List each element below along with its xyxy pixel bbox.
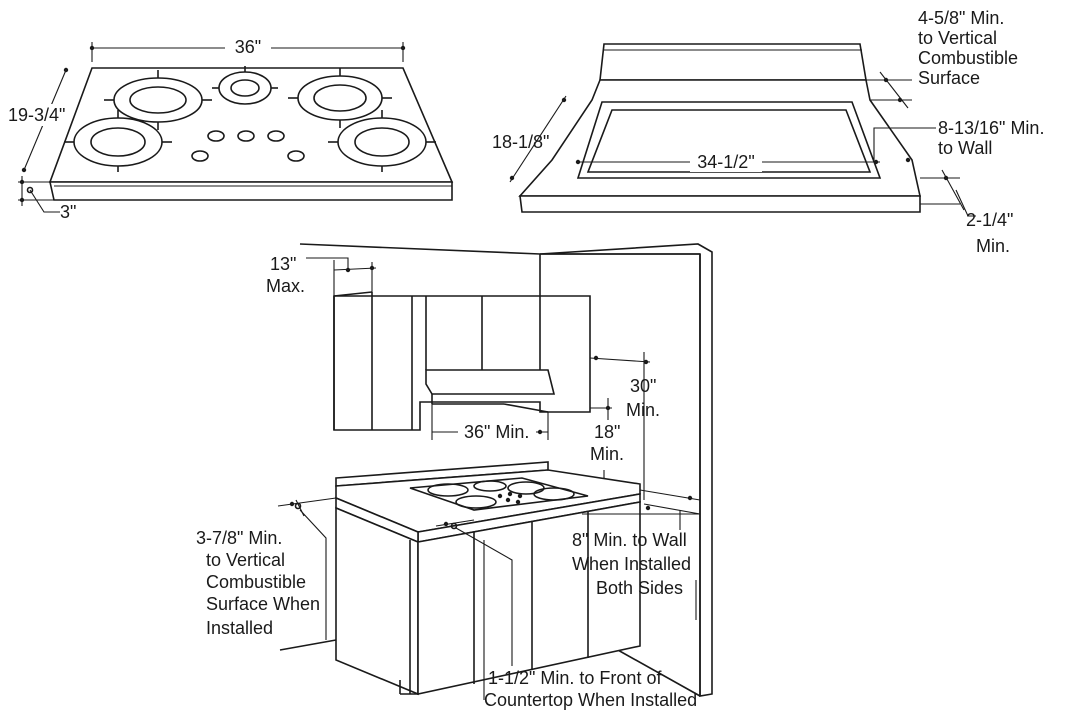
cooktop-width-label: 36" bbox=[235, 37, 261, 57]
front-countertop-line-2: Countertop When Installed bbox=[484, 690, 697, 710]
burner-grate-left-front bbox=[64, 110, 172, 172]
rear-combustible-line-4: Surface bbox=[918, 68, 980, 88]
burner-grate-right-front bbox=[328, 110, 436, 172]
cooktop-depth-label: 19-3/4" bbox=[8, 105, 65, 125]
base-cabinets bbox=[279, 501, 641, 696]
control-knobs bbox=[191, 130, 305, 162]
rear-combustible-line-1: 4-5/8" Min. bbox=[918, 8, 1004, 28]
burner-grate-right-rear bbox=[288, 68, 392, 128]
side-combustible-line-2: to Vertical bbox=[206, 550, 285, 570]
cooktop-height-label: 3" bbox=[60, 202, 76, 222]
kitchen-installation-drawing: 13" Max. 36" Min. 30" Min. 18" Min. bbox=[196, 243, 713, 710]
rear-wall-line-2: to Wall bbox=[938, 138, 992, 158]
hood-width-label: 36" Min. bbox=[464, 422, 529, 442]
hood-height-line-1: 30" bbox=[630, 376, 656, 396]
side-combustible-line-5: Installed bbox=[206, 618, 273, 638]
side-wall-line-2: When Installed bbox=[572, 554, 691, 574]
upper-cabinet-line-1: 18" bbox=[594, 422, 620, 442]
front-min-line-2: Min. bbox=[976, 236, 1010, 256]
side-wall-line-1: 8" Min. to Wall bbox=[572, 530, 687, 550]
cutout-width-label: 34-1/2" bbox=[697, 152, 754, 172]
front-min-line-1: 2-1/4" bbox=[966, 210, 1013, 230]
burner-grate-center bbox=[212, 66, 278, 105]
rear-wall-line-1: 8-13/16" Min. bbox=[938, 118, 1044, 138]
burner-grate-left-rear bbox=[104, 70, 212, 130]
range-hood bbox=[425, 369, 556, 413]
cabinet-depth-line-1: 13" bbox=[270, 254, 296, 274]
countertop-cutout-drawing: 34-1/2" 18-1/8" 4-5/8" Min. to Vertical … bbox=[492, 8, 1044, 256]
front-countertop-line-1: 1-1/2" Min. to Front of bbox=[488, 668, 662, 688]
upper-cabinets bbox=[333, 291, 591, 431]
cutout-depth-label: 18-1/8" bbox=[492, 132, 549, 152]
side-combustible-line-1: 3-7/8" Min. bbox=[196, 528, 282, 548]
rear-combustible-line-2: to Vertical bbox=[918, 28, 997, 48]
installed-cooktop bbox=[409, 477, 589, 511]
side-combustible-line-4: Surface When bbox=[206, 594, 320, 614]
cooktop-drawing: 36" 19-3/4" 3" bbox=[8, 36, 454, 222]
rear-combustible-line-3: Combustible bbox=[918, 48, 1018, 68]
cabinet-depth-line-2: Max. bbox=[266, 276, 305, 296]
hood-height-line-2: Min. bbox=[626, 400, 660, 420]
side-combustible-line-3: Combustible bbox=[206, 572, 306, 592]
upper-cabinet-line-2: Min. bbox=[590, 444, 624, 464]
side-wall-line-3: Both Sides bbox=[596, 578, 683, 598]
